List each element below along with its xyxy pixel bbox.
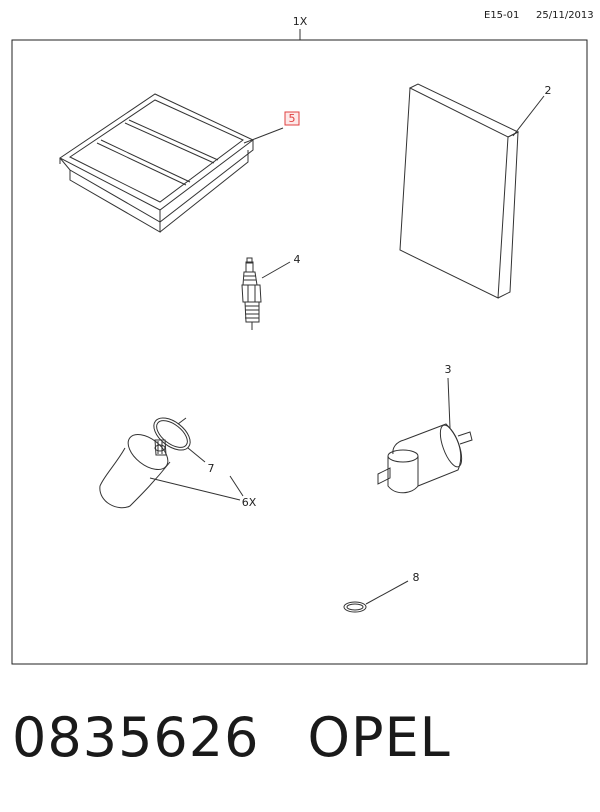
leader-7 — [187, 447, 206, 463]
callout-3[interactable]: 3 — [445, 363, 452, 376]
oil-filter-element[interactable] — [99, 417, 187, 509]
part-number: 0835626 — [12, 706, 260, 769]
oil-filter-seal-ring[interactable] — [148, 412, 196, 457]
washer-o-ring[interactable] — [343, 601, 367, 613]
fuel-filter[interactable] — [377, 423, 473, 494]
spark-plug[interactable] — [241, 257, 262, 330]
leader-5 — [243, 127, 284, 144]
callout-6x[interactable]: 6X — [242, 496, 257, 509]
leader-6x-b — [229, 475, 244, 497]
callout-8[interactable]: 8 — [413, 571, 420, 584]
callout-5-box[interactable] — [284, 111, 300, 126]
leader-4 — [261, 261, 291, 279]
leader-3 — [447, 377, 451, 429]
leader-6x-a — [149, 477, 241, 501]
cabin-filter[interactable] — [399, 83, 520, 299]
diagram-frame — [11, 39, 588, 665]
brand-name: OPEL — [307, 706, 451, 769]
air-filter[interactable] — [59, 93, 254, 233]
callout-7[interactable]: 7 — [208, 462, 215, 475]
part-caption: 0835626 OPEL — [12, 706, 451, 769]
diagram-date: 25/11/2013 — [536, 10, 594, 21]
leader-8 — [365, 580, 409, 605]
callout-2[interactable]: 2 — [545, 84, 552, 97]
callout-4[interactable]: 4 — [294, 253, 301, 266]
callout-5[interactable]: 5 — [289, 112, 296, 125]
assembly-qty-label: 1X — [293, 15, 308, 28]
leader-2 — [512, 95, 545, 137]
diagram-code: E15-01 — [484, 10, 520, 21]
